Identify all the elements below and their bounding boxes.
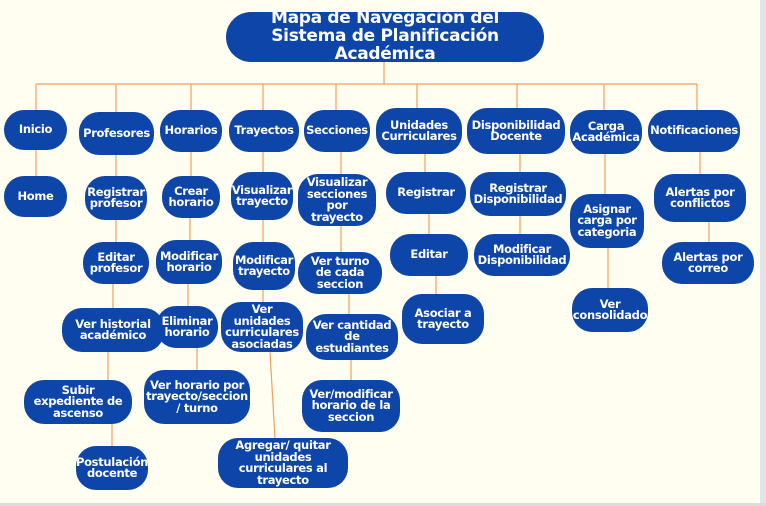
- node-label: Notificaciones: [650, 123, 738, 138]
- node-editar-uc: Editar: [390, 234, 468, 276]
- node-label: Crear horario: [168, 183, 214, 209]
- node-label: Ver turno de cada seccion: [310, 253, 370, 291]
- node-registrar-uc: Registrar: [386, 172, 466, 214]
- node-visualizar-trayecto: Visualizar trayecto: [231, 172, 293, 220]
- node-notificaciones: Notificaciones: [648, 110, 740, 152]
- node-label: Profesores: [83, 125, 150, 140]
- node-label: Ver horario por trayecto/seccion / turno: [146, 377, 248, 415]
- node-alertas-por-correo: Alertas por correo: [662, 242, 754, 284]
- node-label: Mapa de Navegación del Sistema de Planif…: [270, 8, 500, 64]
- node-registrar-disponibilidad: Registrar Disponibilidad: [470, 172, 566, 216]
- node-crear-horario: Crear horario: [162, 176, 220, 218]
- node-eliminar-horario: Eliminar horario: [156, 306, 218, 348]
- node-label: Ver unidades curriculares asociadas: [225, 302, 299, 351]
- node-trayectos: Trayectos: [229, 110, 299, 152]
- node-alertas-por-conflictos: Alertas por conflictos: [654, 174, 746, 222]
- node-modificar-disponibilidad: Modificar Disponibilidad: [474, 234, 570, 276]
- node-ver-consolidado: Ver consolidado: [572, 288, 648, 332]
- node-registrar-profesor: Registrar profesor: [85, 176, 147, 220]
- node-label: Modificar Disponibilidad: [477, 241, 567, 267]
- node-agregar-quitar-unidades: Agregar/ quitar unidades curriculares al…: [218, 438, 348, 488]
- node-label: Registrar profesor: [87, 184, 145, 210]
- node-label: Modificar trayecto: [235, 252, 294, 278]
- node-ver-horario-por-trayecto: Ver horario por trayecto/seccion / turno: [144, 370, 250, 424]
- node-visualizar-secciones: Visualizar secciones por trayecto: [298, 174, 376, 226]
- node-asociar-a-trayecto: Asociar a trayecto: [402, 294, 484, 344]
- node-label: Ver cantidad de estudiantes: [312, 317, 392, 355]
- node-label: Asociar a trayecto: [414, 305, 472, 331]
- node-ver-unidades-curriculares-asociadas: Ver unidades curriculares asociadas: [221, 302, 303, 352]
- node-label: Subir expediente de ascenso: [33, 382, 123, 420]
- page-edge-bottom: [0, 503, 766, 506]
- diagram-title: Mapa de Navegación del Sistema de Planif…: [226, 8, 544, 64]
- node-carga-academica: Carga Académica: [570, 110, 642, 154]
- node-asignar-carga: Asignar carga por categoria: [570, 194, 644, 248]
- node-editar-profesor: Editar profesor: [83, 242, 149, 284]
- node-modificar-horario: Modificar horario: [156, 240, 222, 284]
- node-label: Home: [17, 188, 54, 203]
- node-label: Unidades Curriculares: [381, 117, 457, 143]
- node-label: Editar: [410, 247, 448, 262]
- node-profesores: Profesores: [79, 112, 154, 155]
- node-label: Asignar carga por categoria: [577, 201, 637, 239]
- node-label: Carga Académica: [572, 118, 640, 144]
- node-label: Alertas por conflictos: [665, 184, 735, 210]
- node-home: Home: [4, 176, 67, 217]
- node-unidades-curriculares: Unidades Curriculares: [376, 108, 462, 154]
- node-ver-cantidad-estudiantes: Ver cantidad de estudiantes: [306, 314, 398, 360]
- node-postulacion-docente: Postulación docente: [76, 446, 148, 490]
- node-label: Modificar horario: [160, 248, 219, 274]
- node-label: Visualizar secciones por trayecto: [306, 175, 368, 224]
- node-label: Trayectos: [234, 123, 294, 138]
- node-label: Registrar Disponibilidad: [473, 180, 563, 206]
- node-subir-expediente: Subir expediente de ascenso: [24, 380, 132, 424]
- node-label: Secciones: [306, 123, 368, 138]
- node-label: Ver historial académico: [75, 316, 151, 342]
- node-label: Ver/modificar horario de la seccion: [309, 386, 393, 424]
- node-modificar-trayecto: Modificar trayecto: [233, 242, 295, 290]
- node-label: Alertas por correo: [673, 249, 743, 275]
- node-label: Horarios: [164, 123, 218, 138]
- node-horarios: Horarios: [160, 110, 222, 152]
- page-edge-right: [760, 0, 766, 506]
- node-inicio: Inicio: [4, 110, 67, 150]
- node-label: Ver consolidado: [572, 296, 648, 322]
- node-label: Inicio: [18, 122, 53, 137]
- node-label: Agregar/ quitar unidades curriculares al…: [235, 438, 331, 487]
- node-disponibilidad-docente: Disponibilidad Docente: [467, 108, 565, 154]
- node-label: Disponibilidad Docente: [471, 117, 561, 143]
- node-label: Editar profesor: [89, 249, 143, 275]
- node-ver-modificar-horario-seccion: Ver/modificar horario de la seccion: [302, 380, 400, 432]
- node-ver-historial-academico: Ver historial académico: [62, 308, 164, 352]
- node-label: Eliminar horario: [161, 313, 213, 339]
- node-label: Registrar: [397, 185, 455, 200]
- node-label: Postulación docente: [75, 454, 149, 480]
- node-secciones: Secciones: [304, 110, 370, 152]
- node-label: Visualizar trayecto: [231, 182, 293, 208]
- node-ver-turno-seccion: Ver turno de cada seccion: [298, 252, 382, 294]
